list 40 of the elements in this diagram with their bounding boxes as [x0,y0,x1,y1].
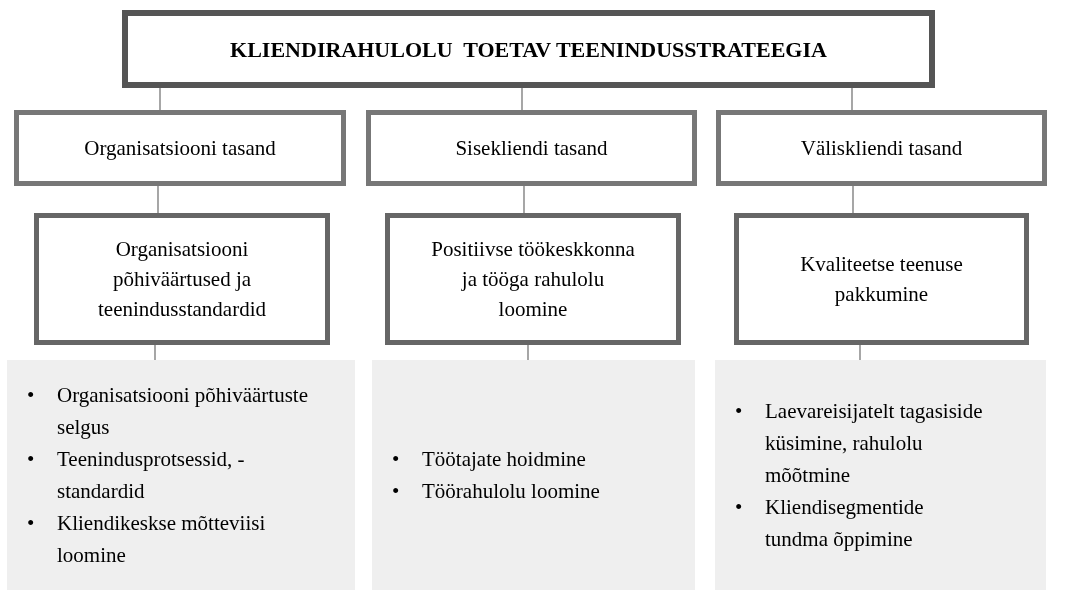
bullet-item: Kliendikeskse mõtteviisi loomine [57,510,267,569]
bullet-item: Teenindusprotsessid, -standardid [57,446,246,505]
connector-line [157,185,159,214]
box-text: Kvaliteetse teenuse pakkumine [799,251,964,308]
box-text: Positiivse töökeskkonna ja tööga rahulolu loomine [430,236,636,323]
bullet-item: Kliendisegmentide tundma õppimine [765,494,925,553]
connector-line [852,185,854,214]
bullet-mark: • [392,479,400,503]
bullet-item: Laevareisijatelt tagasiside küsimine, rahulolu mõõtmine [765,398,984,489]
box-text: Organisatsiooni tasand [84,135,276,162]
box-text: Organisatsiooni põhiväärtused ja teenindusstandardid [97,236,267,323]
goal-box [34,213,330,345]
bullet-mark: • [735,495,743,519]
bullet-mark: • [27,447,35,471]
bullet-item: Töötajate hoidmine [422,446,586,473]
connector-line [159,87,161,111]
level-box [14,110,346,186]
connector-line [521,87,523,111]
level-box [366,110,697,186]
box-text: Sisekliendi tasand [455,135,608,162]
bullet-panel [7,360,355,590]
bullet-mark: • [735,399,743,423]
title-box [122,10,935,88]
bullet-mark: • [392,447,400,471]
bullet-panel [715,360,1046,590]
level-box [716,110,1047,186]
bullet-panel [372,360,695,590]
bullet-item: Töörahulolu loomine [422,478,600,505]
box-text: Väliskliendi tasand [800,135,963,162]
connector-line [154,344,156,361]
goal-box [734,213,1029,345]
connector-line [851,87,853,111]
connector-line [859,344,861,361]
bullet-mark: • [27,383,35,407]
bullet-item: Organisatsiooni põhiväärtuste selgus [57,382,309,441]
connector-line [527,344,529,361]
bullet-mark: • [27,511,35,535]
title-text: KLIENDIRAHULOLU TOETAV TEENINDUSSTRATEEGIA [230,35,827,64]
goal-box [385,213,681,345]
connector-line [523,185,525,214]
